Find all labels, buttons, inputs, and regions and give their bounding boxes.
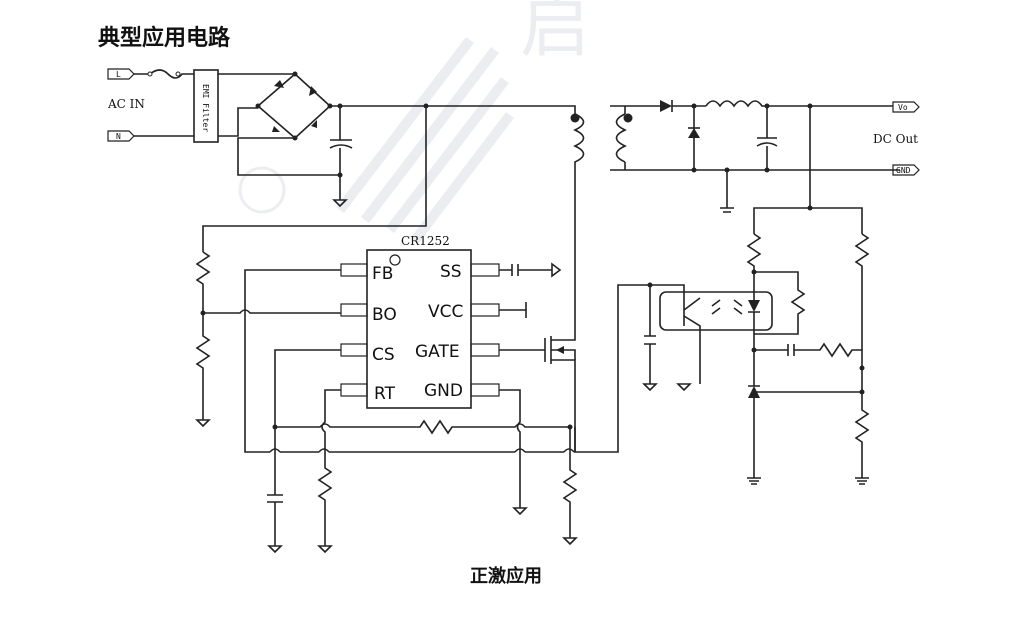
fuse xyxy=(134,69,194,79)
controller-ic: CR1252 FB BO CS RT SS VCC GATE GND xyxy=(340,234,500,409)
terminal-vo xyxy=(892,101,920,113)
feedback-network xyxy=(575,233,870,485)
mosfet xyxy=(499,336,576,452)
ic-body xyxy=(366,249,472,409)
terminal-l-label: L xyxy=(116,70,121,79)
fb-line xyxy=(244,269,575,453)
bo-divider-resistors xyxy=(195,251,211,420)
terminal-vo-label: Vo xyxy=(898,103,908,112)
secondary-ground xyxy=(720,170,734,213)
cs-line xyxy=(267,349,341,546)
output-capacitor xyxy=(756,106,778,170)
transformer xyxy=(570,105,900,171)
pin-bo: BO xyxy=(372,305,397,325)
ac-in-label: AC IN xyxy=(107,97,145,111)
diagram-caption: 正激应用 xyxy=(470,566,542,587)
cs-filter-resistor xyxy=(275,419,570,435)
terminal-l xyxy=(107,68,135,80)
output-rectifier xyxy=(660,100,706,173)
terminal-n xyxy=(107,130,135,142)
terminal-gnd xyxy=(892,164,920,176)
emi-filter xyxy=(193,69,219,143)
source-sense-resistor xyxy=(562,427,578,538)
ic-part-number: CR1252 xyxy=(401,234,450,248)
gnd-pin-line xyxy=(499,389,521,508)
pin-ss: SS xyxy=(440,262,462,282)
ss-capacitor xyxy=(499,262,562,278)
diagram-title: 典型应用电路 xyxy=(98,26,231,51)
pin-gnd: GND xyxy=(424,381,463,401)
bridge-rectifier xyxy=(237,71,340,176)
optocoupler xyxy=(659,291,773,331)
pin-cs: CS xyxy=(372,345,395,365)
vcc-supply xyxy=(499,302,527,318)
emi-filter-label: EMI Filter xyxy=(201,84,210,132)
pin-rt: RT xyxy=(374,384,396,404)
pin-gate: GATE xyxy=(415,342,460,362)
terminal-gnd-label: GND xyxy=(896,166,911,175)
watermark-text: 启 xyxy=(520,0,590,67)
ac-input: L N AC IN EMI Filter xyxy=(107,68,295,143)
watermark: 启 xyxy=(238,0,590,244)
pin-fb: FB xyxy=(372,264,393,284)
pin-vcc: VCC xyxy=(428,302,463,322)
rt-line xyxy=(317,389,341,546)
terminal-n-label: N xyxy=(116,132,121,141)
bo-line xyxy=(203,309,341,314)
dc-bus xyxy=(340,105,576,114)
dc-out-label: DC Out xyxy=(873,132,918,146)
output-inductor xyxy=(705,100,893,108)
